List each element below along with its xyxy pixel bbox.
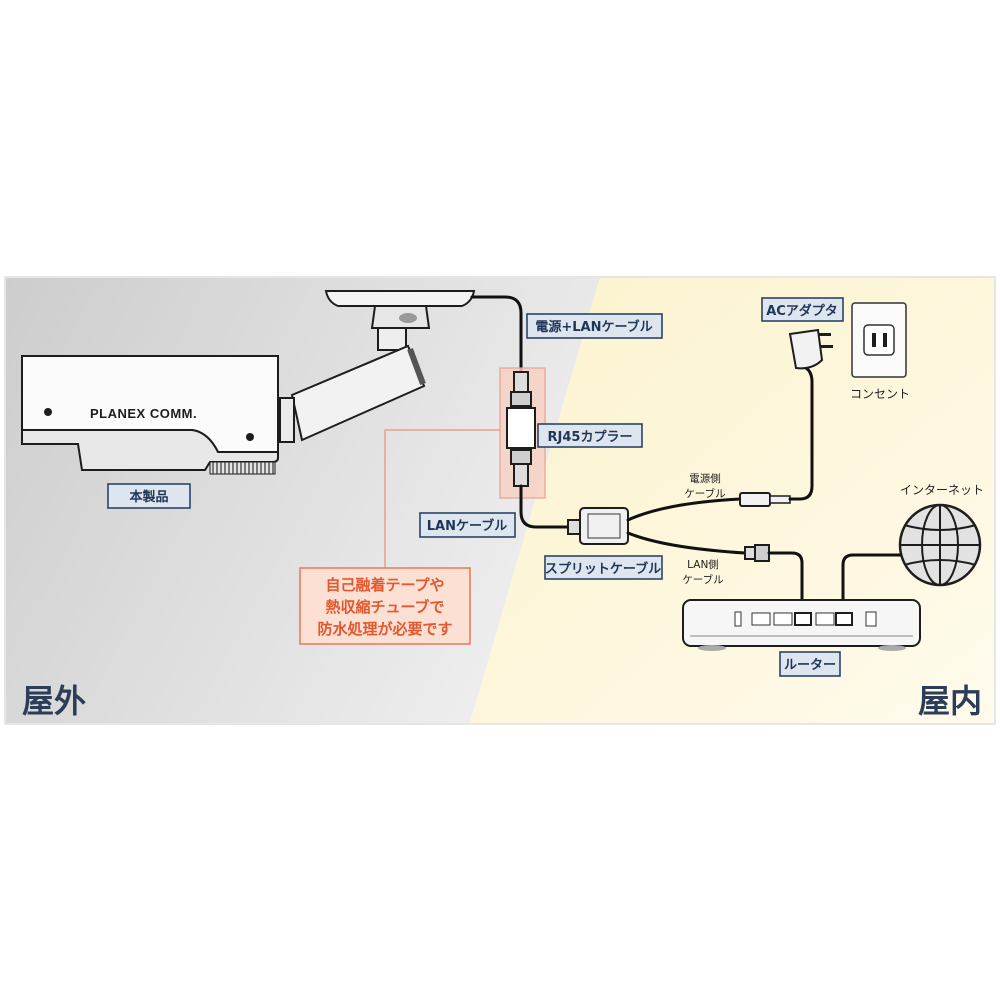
dc-plug xyxy=(739,492,791,507)
outlet-socket xyxy=(863,324,895,356)
camera-mount-screw xyxy=(399,313,417,323)
ac-adapter xyxy=(788,328,833,370)
coupler-top-plug xyxy=(510,391,532,407)
router-port-wan xyxy=(835,612,853,626)
power-branch-text-2: ケーブル xyxy=(684,487,725,500)
camera-arm xyxy=(290,344,426,442)
ac-adapter-prong-1 xyxy=(818,333,831,336)
camera-vent xyxy=(209,461,276,475)
rj45-coupler-label-box xyxy=(537,423,643,448)
lan-cable-label-text: LANケーブル xyxy=(427,518,507,534)
outlet-slot-left xyxy=(872,333,876,347)
ac-adapter-prong-2 xyxy=(820,345,833,348)
camera-label: 本製品 xyxy=(107,483,191,509)
warning-line-3: 防水処理が必要です xyxy=(317,620,452,638)
rj45-coupler xyxy=(506,371,536,487)
lan-router-cable xyxy=(767,551,804,618)
router-label-box xyxy=(779,651,841,677)
lan-branch-cable xyxy=(626,531,747,555)
splitter-inner xyxy=(587,513,621,539)
warning-box xyxy=(299,567,471,645)
splitter xyxy=(567,507,629,545)
router-label: ルーター xyxy=(779,651,841,677)
router-label-text: ルーター xyxy=(784,658,836,673)
rj45-coupler-label-text: RJ45カプラー xyxy=(548,430,633,445)
indoor-title: 屋内 xyxy=(918,682,982,720)
lan-branch-text-1: LAN側 xyxy=(687,558,719,571)
power-lan-cable-label: 電源+LANケーブル xyxy=(526,313,663,339)
camera-arm-edge xyxy=(407,347,426,386)
camera-lower-housing xyxy=(21,429,279,471)
power-branch-cable xyxy=(626,497,742,522)
router-foot-right xyxy=(878,645,906,651)
camera-mount-joint xyxy=(377,327,407,351)
ac-adapter-body xyxy=(788,328,824,370)
router-port-2 xyxy=(773,612,793,626)
outdoor-title: 屋外 xyxy=(22,682,86,720)
split-cable-label-box xyxy=(544,555,663,580)
router xyxy=(682,599,921,651)
dc-plug-body xyxy=(739,492,771,507)
router-power-switch xyxy=(734,611,742,627)
rj45-coupler-label: RJ45カプラー xyxy=(537,423,643,448)
camera-brand-logo: PLANEX COMM. xyxy=(90,406,197,421)
power-outlet xyxy=(851,302,907,378)
router-dc-jack xyxy=(865,611,877,627)
lan-cable xyxy=(519,484,572,529)
internet-caption: インターネット xyxy=(900,483,984,497)
camera-screw-right xyxy=(246,433,254,441)
router-port-1 xyxy=(751,612,771,626)
camera-arm-hinge xyxy=(279,397,295,443)
camera-mount-plate xyxy=(324,290,476,307)
coupler-top-boot xyxy=(513,371,529,393)
camera-screw-left xyxy=(44,408,52,416)
lan-cable-label: LANケーブル xyxy=(419,512,516,538)
internet-cable xyxy=(841,553,902,618)
lan-plug xyxy=(744,544,770,562)
router-port-4 xyxy=(815,612,835,626)
internet-globe-icon xyxy=(898,503,982,587)
coupler-bottom-boot xyxy=(513,463,529,487)
router-foot-left xyxy=(698,645,726,651)
ac-adapter-label-box xyxy=(761,297,844,322)
power-branch-text-1: 電源側 xyxy=(689,472,721,485)
coupler-bottom-plug xyxy=(510,449,532,465)
power-lan-cable-label-text: 電源+LANケーブル xyxy=(535,319,652,335)
lan-plug-boot xyxy=(744,546,756,560)
dc-plug-tip xyxy=(769,495,791,504)
lan-plug-head xyxy=(754,544,770,562)
camera-label-box xyxy=(107,483,191,509)
coupler-body xyxy=(506,407,536,449)
camera-label-text: 本製品 xyxy=(129,489,168,505)
waterproof-pointer-line xyxy=(384,429,500,568)
waterproof-warning: 自己融着テープや 熱収縮チューブで 防水処理が必要です xyxy=(299,567,471,645)
splitter-body xyxy=(579,507,629,545)
outlet-slot-right xyxy=(883,333,887,347)
warning-line-1: 自己融着テープや xyxy=(325,576,444,594)
ac-adapter-cable xyxy=(788,366,814,501)
split-cable-label: スプリットケーブル xyxy=(544,555,663,580)
lan-branch-text-2: ケーブル xyxy=(682,573,723,586)
lan-cable-label-box xyxy=(419,512,516,538)
camera: PLANEX COMM. xyxy=(21,290,476,475)
power-lan-cable-label-box xyxy=(526,313,663,339)
ac-adapter-label: ACアダプタ xyxy=(761,297,844,322)
power-lan-cable xyxy=(470,295,523,374)
outlet-caption: コンセント xyxy=(850,387,910,401)
warning-line-2: 熱収縮チューブで xyxy=(325,598,444,616)
ac-adapter-label-text: ACアダプタ xyxy=(766,303,838,319)
split-cable-label-text: スプリットケーブル xyxy=(545,561,661,577)
router-port-3 xyxy=(794,612,812,626)
